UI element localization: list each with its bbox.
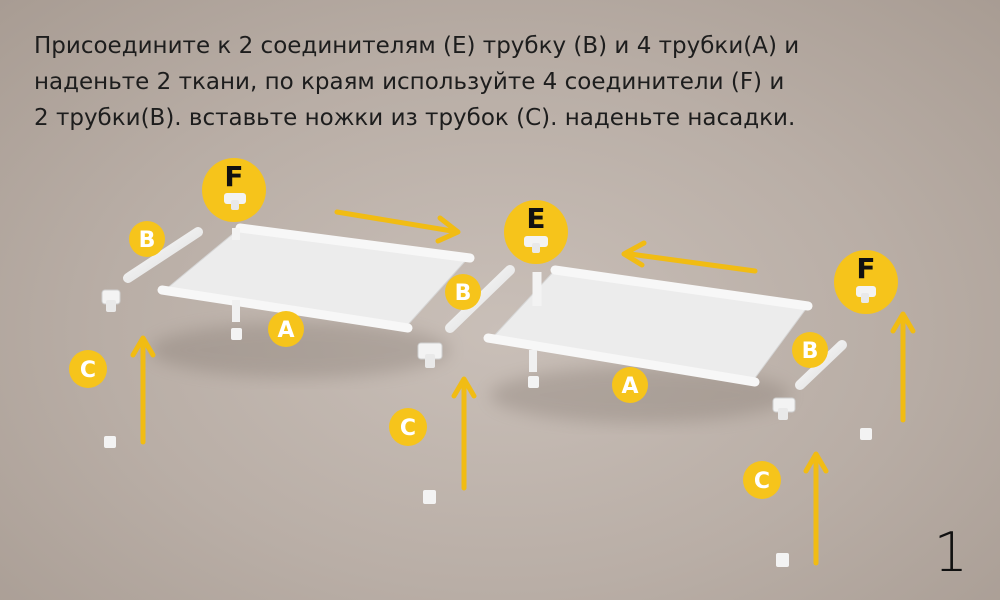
badge-label: E	[526, 202, 545, 235]
foot-cap	[231, 328, 242, 340]
badge-a: A	[612, 367, 648, 403]
foot-cap	[104, 436, 116, 448]
badge-b: B	[129, 221, 165, 257]
badge-f-left: F	[202, 158, 266, 222]
arrow-up-icon	[130, 335, 156, 445]
foot-cap	[528, 376, 539, 388]
badge-label: F	[224, 160, 243, 193]
legs	[104, 320, 872, 567]
instruction-line-3: 2 трубки(B). вставьте ножки из трубок (C…	[34, 105, 796, 131]
badge-f-right: F	[834, 250, 898, 314]
badges: F E F B B B A	[69, 158, 898, 499]
badge-c: C	[69, 350, 107, 388]
pipe-b-right-end	[795, 340, 847, 390]
connector-corner-left	[101, 289, 121, 312]
instruction-line-1: Присоедините к 2 соединителям (E) трубку…	[34, 33, 800, 59]
badge-label: C	[400, 416, 416, 441]
connector-corner-mid	[417, 342, 443, 368]
badge-label: C	[80, 358, 96, 383]
badge-label: A	[277, 318, 294, 343]
foot-cap	[860, 428, 872, 440]
pipe-a-right-back	[550, 265, 813, 311]
foot-cap	[423, 490, 436, 504]
badge-e: E	[504, 200, 568, 264]
arrow-up-icon	[803, 451, 829, 566]
arrow-up-icon	[890, 311, 916, 423]
badge-label: B	[455, 281, 472, 306]
pipe-b-left-end	[123, 227, 203, 283]
badge-c: C	[389, 408, 427, 446]
badge-label: F	[856, 252, 875, 285]
arrow-left-icon	[621, 240, 758, 274]
page-number: 1	[933, 521, 968, 584]
left-table-top	[123, 223, 515, 340]
pipe-a-left-back	[235, 223, 475, 263]
badge-b: B	[792, 332, 828, 368]
right-table-top	[483, 265, 847, 390]
badge-a: A	[268, 311, 304, 347]
foot-cap	[776, 553, 789, 567]
instruction-line-2: наденьте 2 ткани, по краям используйте 4…	[34, 69, 785, 95]
arrow-right-icon	[334, 209, 461, 244]
badge-c: C	[743, 461, 781, 499]
assembly-arrows	[130, 209, 916, 566]
badge-label: C	[754, 469, 770, 494]
badge-label: B	[139, 228, 156, 253]
badge-label: B	[802, 339, 819, 364]
arrow-up-icon	[451, 376, 477, 491]
badge-label: A	[621, 374, 638, 399]
instruction-text: Присоедините к 2 соединителям (E) трубку…	[34, 28, 934, 136]
connector-corner-right	[772, 397, 796, 420]
badge-b: B	[445, 274, 481, 310]
pipe-a-left-front	[157, 285, 413, 333]
pipe-a-right-front	[483, 333, 760, 387]
pipe-b-left-mid	[445, 265, 515, 333]
